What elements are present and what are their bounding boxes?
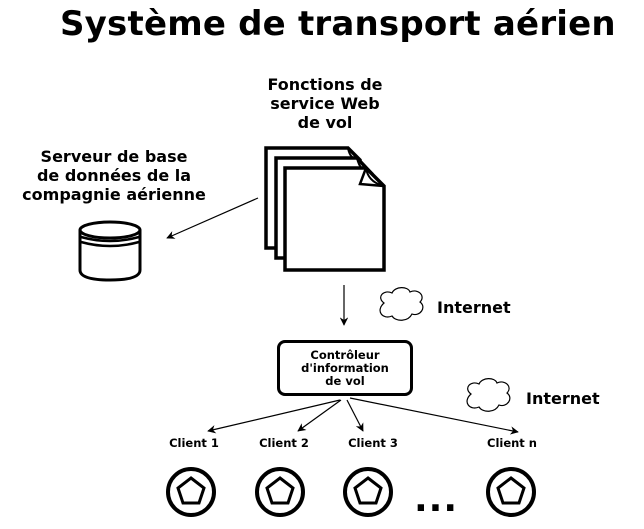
cloud-icon bbox=[379, 287, 424, 321]
client-3-label: Client 3 bbox=[348, 436, 398, 450]
diagram-title: Système de transport aérien bbox=[60, 4, 616, 44]
database-cylinder-icon bbox=[78, 220, 142, 282]
controller-label: Contrôleur d'information de vol bbox=[301, 347, 389, 388]
client-1-icon bbox=[166, 467, 216, 517]
edge-controller-to-client-n bbox=[349, 397, 519, 435]
more-clients-ellipsis: ... bbox=[414, 479, 459, 520]
edge-controller-to-client-2 bbox=[297, 399, 342, 432]
edge-webservice-to-database bbox=[166, 197, 259, 239]
client-1-label: Client 1 bbox=[169, 436, 219, 450]
client-2-label: Client 2 bbox=[259, 436, 309, 450]
client-3-icon bbox=[343, 467, 393, 517]
client-2-icon bbox=[255, 467, 305, 517]
web-service-label: Fonctions de service Web de vol bbox=[267, 75, 383, 132]
edge-controller-to-client-3 bbox=[346, 399, 364, 432]
internet-label: Internet bbox=[437, 298, 511, 317]
client-n-icon bbox=[486, 467, 536, 517]
stacked-documents-icon bbox=[264, 146, 386, 272]
client-n-label: Client n bbox=[487, 436, 537, 450]
document-front bbox=[283, 166, 386, 272]
internet-label: Internet bbox=[526, 389, 600, 408]
cloud-icon bbox=[466, 378, 511, 412]
controller-node: Contrôleur d'information de vol bbox=[277, 340, 413, 396]
edge-controller-to-client-1 bbox=[207, 399, 341, 434]
database-label: Serveur de base de données de la compagn… bbox=[22, 147, 206, 204]
